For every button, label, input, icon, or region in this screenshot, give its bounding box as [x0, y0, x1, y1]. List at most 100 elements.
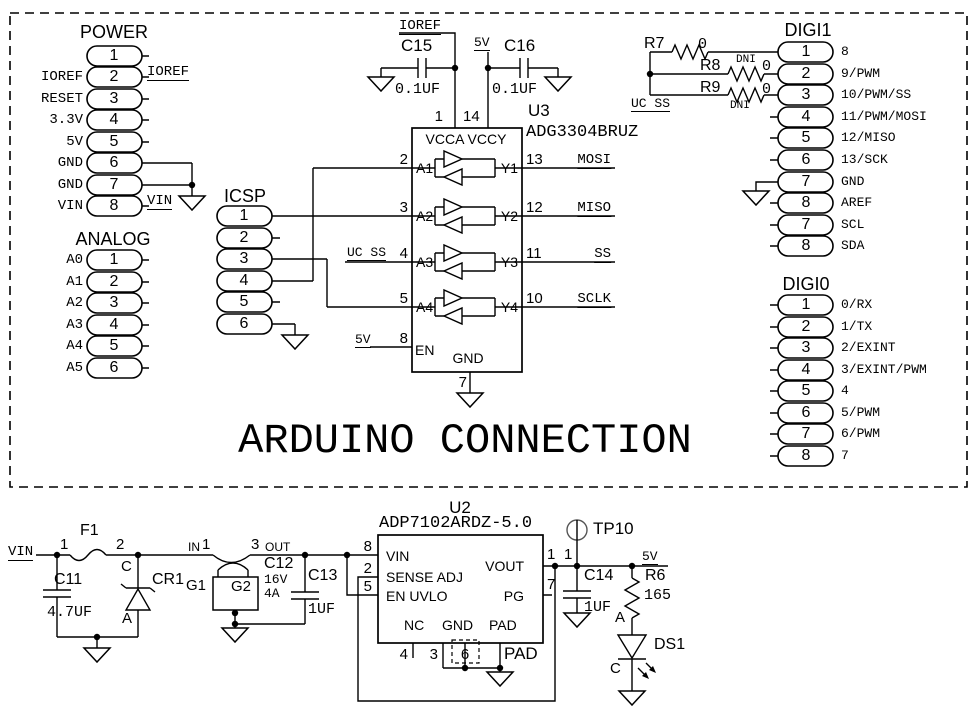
buffer-y2-icon [442, 215, 463, 235]
digi1-pin-8: 8 [801, 194, 811, 211]
digi0-title: DIGI0 [782, 274, 830, 294]
u3-pin-num-4: 4 [399, 245, 408, 262]
c12-current: 4A [264, 586, 280, 601]
power-net-vin: VIN [147, 193, 173, 210]
icsp-connector [216, 167, 412, 350]
digi1-label-7: GND [841, 174, 865, 189]
analog-pin-4: 4 [109, 316, 119, 333]
u3-pin-num-2: 2 [399, 151, 408, 168]
u2-pin-num-7: 7 [547, 576, 556, 593]
analog-label-a5: A5 [66, 360, 83, 376]
icsp-pin-4: 4 [239, 272, 249, 289]
digi0-pin-5: 5 [801, 382, 811, 399]
u2-port-vout: VOUT [485, 558, 524, 574]
u3-pin-num-10: 10 [526, 290, 543, 307]
net-ucss-r: UC SS [631, 96, 671, 112]
digi1-label-6: 13/SCK [841, 152, 888, 167]
c13-ref: C13 [308, 567, 338, 584]
digi1-pin-2: 2 [801, 65, 811, 82]
c13-capacitor [291, 555, 319, 624]
c15-value: 0.1UF [395, 81, 441, 98]
digi1-label-4: 11/PWM/MOSI [841, 109, 927, 124]
ground-symbol [456, 392, 484, 408]
net-ucss-a3: UC SS [347, 245, 387, 261]
power-label-vin: VIN [57, 198, 83, 214]
series-resistors [646, 43, 778, 104]
u2-port-sense: SENSE ADJ [386, 569, 464, 585]
filter-port-out: OUT [265, 540, 291, 554]
digi1-label-9: SCL [841, 217, 865, 232]
digi0-label-1: 0/RX [841, 297, 873, 312]
digi0-label-3: 2/EXINT [841, 340, 896, 355]
u2-pin-num-2: 2 [363, 560, 372, 577]
net-5v-en: 5V [355, 332, 371, 348]
u2-pad-label: PAD [504, 644, 538, 663]
digi1-label-5: 12/MISO [841, 130, 896, 145]
u3-port-a2: A2 [416, 208, 434, 224]
net-vin-input: VIN [8, 544, 34, 561]
digi0-pin-1: 1 [801, 296, 811, 313]
icsp-pin-3: 3 [239, 250, 249, 267]
analog-pin-3: 3 [109, 294, 119, 311]
c11-value: 4.7UF [47, 604, 93, 621]
analog-label-a2: A2 [66, 295, 83, 311]
u2-port-vin: VIN [386, 548, 410, 564]
icsp-pin-5: 5 [239, 293, 249, 310]
digi1-connector [742, 41, 834, 257]
ds1-anode: A [615, 609, 626, 626]
u3-pin-num-7: 7 [458, 374, 467, 391]
u3-pin-num-8: 8 [399, 330, 408, 347]
u2-pin-num-8: 8 [363, 538, 372, 555]
digi0-pin-2: 2 [801, 318, 811, 335]
led-indicator [616, 566, 656, 706]
digi0-connector [770, 294, 834, 467]
ds1-cathode: C [610, 660, 621, 677]
cr1-cathode: C [121, 558, 132, 575]
u2-port-pad: PAD [489, 617, 517, 633]
digi1-label-8: AREF [841, 195, 873, 210]
digi0-label-7: 6/PWM [841, 426, 881, 441]
power-pin-8: 8 [109, 197, 119, 214]
buffer-y3-icon [442, 261, 463, 281]
analog-label-a4: A4 [66, 338, 83, 354]
c14-value: 1UF [584, 599, 612, 616]
u2-port-pg: PG [503, 588, 524, 604]
ground-symbol [281, 334, 309, 350]
u3-part: ADG3304BRUZ [526, 123, 639, 142]
c15-net-ioref: IOREF [399, 18, 442, 35]
icsp-title: ICSP [223, 186, 267, 206]
digi0-pin-6: 6 [801, 404, 811, 421]
u2-part: ADP7102ARDZ-5.0 [379, 514, 533, 533]
digi1-label-10: SDA [841, 238, 865, 253]
power-pin-7: 7 [109, 176, 119, 193]
digi1-pin-1: 1 [801, 43, 811, 60]
bypass-capacitors [367, 32, 572, 128]
cr1-ref: CR1 [152, 571, 185, 588]
emi-filter [212, 562, 305, 643]
analog-pin-5: 5 [109, 337, 119, 354]
u3-port-gnd: GND [452, 350, 484, 366]
power-label-gnd1: GND [57, 155, 83, 171]
net-sclk: SCLK [577, 291, 611, 308]
digi1-pin-9: 7 [801, 216, 811, 233]
u3-pin-num-12: 12 [526, 199, 543, 216]
filter-port-in: IN [188, 540, 200, 554]
power-input-rail [36, 548, 378, 564]
c11-ref: C11 [54, 571, 83, 588]
c12-ref: C12 [264, 555, 294, 572]
digi1-title: DIGI1 [784, 20, 832, 40]
c15-ref: C15 [401, 36, 433, 55]
ground-symbol [178, 195, 206, 211]
icsp-pin-1: 1 [239, 207, 249, 224]
power-label-gnd2: GND [57, 177, 83, 193]
analog-label-a0: A0 [66, 252, 83, 268]
digi1-label-1: 8 [841, 44, 849, 59]
analog-connector [86, 249, 149, 379]
u3-port-a1: A1 [416, 160, 434, 176]
ground-symbol [544, 76, 572, 92]
ground-symbol [618, 690, 646, 706]
arduino-section-frame [9, 12, 968, 488]
u2-ref: U2 [449, 498, 471, 517]
digi1-pin-5: 5 [801, 129, 811, 146]
